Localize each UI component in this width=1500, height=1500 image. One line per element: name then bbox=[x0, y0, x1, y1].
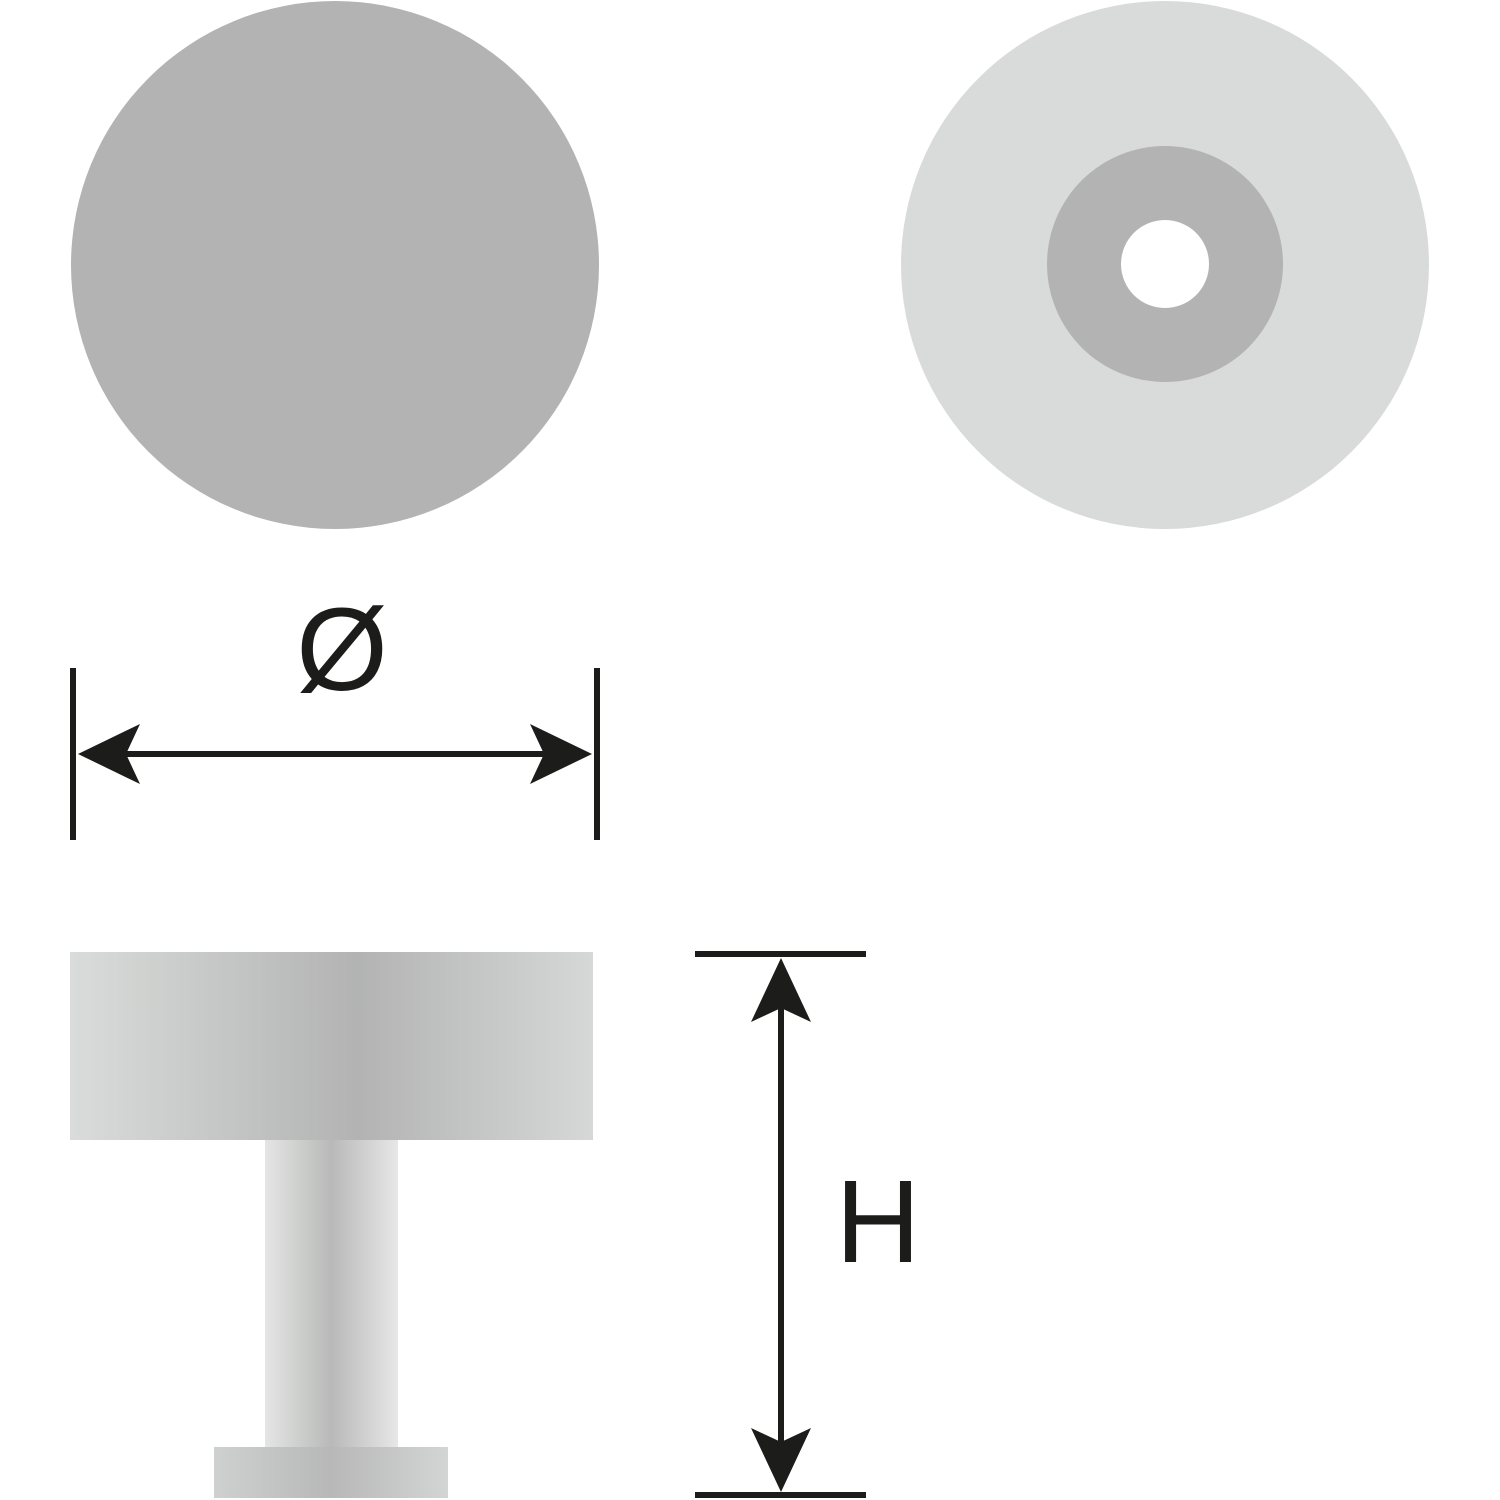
rear-view-mounting-hole bbox=[1121, 220, 1209, 308]
side-view-base-plate bbox=[214, 1447, 448, 1498]
height-arrow-up-icon bbox=[751, 958, 811, 1022]
diameter-arrow-right-icon bbox=[530, 724, 592, 784]
rear-view bbox=[901, 1, 1429, 529]
diameter-arrow-left-icon bbox=[78, 724, 140, 784]
side-view-cap bbox=[70, 952, 593, 1140]
front-view-knob-face bbox=[71, 1, 599, 529]
side-view bbox=[70, 952, 593, 1498]
height-dimension: H bbox=[695, 951, 921, 1498]
height-arrow-down-icon bbox=[751, 1428, 811, 1492]
side-view-stem bbox=[265, 1140, 398, 1448]
diameter-dimension: Ø bbox=[70, 584, 600, 840]
height-label: H bbox=[835, 1156, 920, 1288]
diameter-label: Ø bbox=[296, 584, 388, 716]
